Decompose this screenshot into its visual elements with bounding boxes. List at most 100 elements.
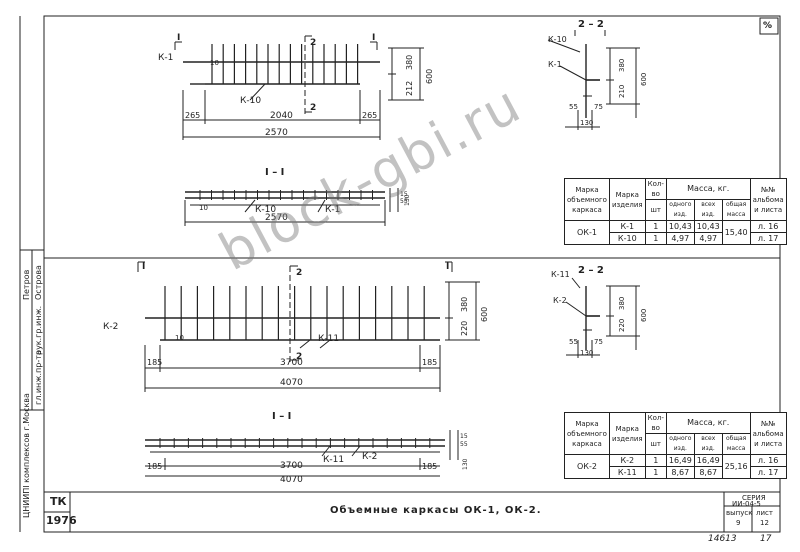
top-s2-380: 380 (618, 58, 626, 72)
stamp-name-2: Острова (34, 265, 43, 300)
top-section2-title: 2 – 2 (578, 19, 604, 30)
top-label-d10: 10 (210, 59, 219, 67)
series-value: ИИ-04-5 (732, 500, 761, 508)
corner-box (759, 17, 779, 35)
inventory-number: 14613 (708, 534, 737, 544)
bot-s1-right: 185 (422, 462, 438, 471)
issue-value: 9 (736, 519, 741, 527)
t2-r2-sheet: л. 17 (749, 466, 787, 479)
hdr2-mark-frame: Марка объемного каркаса (564, 412, 610, 455)
hdr-mark-item: Марка изделия (608, 178, 646, 221)
bot-s1-left: 185 (147, 462, 163, 471)
bot-dim-right: 185 (422, 358, 438, 367)
hdr2-mark-item: Марка изделия (608, 412, 646, 455)
top-dim-right: 265 (362, 111, 378, 120)
t2-r1-all: 16,49 (693, 454, 723, 467)
t1-r1-sheet: л. 16 (749, 220, 787, 233)
top-s1-d55: 55 (400, 198, 408, 205)
top-section1-title: I – I (265, 167, 285, 178)
t1-r2-sheet: л. 17 (749, 232, 787, 245)
bot-s2-600: 600 (640, 308, 648, 322)
top-dim-380: 380 (405, 54, 414, 70)
t1-r1-item: К-1 (608, 220, 646, 233)
bot-dim-220: 220 (460, 320, 469, 336)
hdr-total: общая масса (721, 199, 751, 221)
hdr2-album: №№ альбома и листа (749, 412, 787, 455)
t2-r1-one: 16,49 (665, 454, 695, 467)
bot-s2-380: 380 (618, 296, 626, 310)
hdr2-all: всех изд. (693, 433, 723, 455)
bot-dim-mid: 3700 (280, 358, 303, 368)
top-s2-600: 600 (640, 72, 648, 86)
issue-label: выпуск (726, 509, 753, 517)
top-s2-130: 130 (580, 119, 594, 127)
hdr2-total: общая масса (721, 433, 751, 455)
top-s1-d15: 15 (400, 191, 408, 198)
bot-s1-k2: К-2 (362, 452, 378, 462)
bot-s1-k11: К-11 (323, 455, 345, 465)
t2-r2-qty: 1 (644, 466, 667, 479)
hdr-qty-unit: шт (644, 199, 667, 221)
bot-sec2-mark-low: 2 (296, 352, 303, 362)
top-s2-55: 55 (569, 103, 578, 111)
bot-label-d10: 10 (175, 334, 184, 342)
stamp-name-1: Петров (22, 269, 31, 300)
mass-table-ok1: Марка объемного каркаса Марка изделия Ко… (564, 178, 787, 245)
top-s2-k10: К-10 (548, 35, 567, 44)
hdr-mark-frame: Марка объемного каркаса (564, 178, 610, 221)
t1-r1-all: 10,43 (693, 220, 723, 233)
sheet-value: 12 (760, 519, 769, 527)
table-row: К-11 1 8,67 8,67 л. 17 (565, 466, 787, 479)
top-s2-210: 210 (618, 84, 626, 98)
bot-s1-d130: 130 (462, 458, 469, 470)
hdr-one: одного изд. (665, 199, 695, 221)
bot-section1-title: I – I (272, 411, 292, 422)
t1-r2-qty: 1 (644, 232, 667, 245)
top-sec1-mark-left: I (177, 33, 181, 43)
bot-s1-d15: 15 (460, 433, 468, 440)
top-s2-75: 75 (594, 103, 603, 111)
top-dim-mid: 2040 (270, 111, 293, 121)
t1-r2-all: 4,97 (693, 232, 723, 245)
bot-dim-left: 185 (147, 358, 163, 367)
top-sec2-mark-low: 2 (310, 103, 317, 113)
bot-s2-k11: К-11 (551, 270, 570, 279)
t2-total: 25,16 (721, 454, 751, 479)
bot-s2-55: 55 (569, 338, 578, 346)
hdr-all: всех изд. (693, 199, 723, 221)
t1-r1-one: 10,43 (665, 220, 695, 233)
top-s1-total: 2570 (265, 213, 288, 223)
bot-sec1-mark-left: I (142, 262, 146, 272)
top-dim-left: 265 (185, 111, 201, 120)
bot-sec2-mark: 2 (296, 268, 303, 278)
t2-r2-item: К-11 (608, 466, 646, 479)
page-number: 17 (760, 534, 772, 544)
tk-label: ТК (50, 495, 67, 508)
t2-frame: ОК-2 (564, 454, 610, 479)
series-label: СЕРИЯ (742, 494, 766, 502)
t1-r1-qty: 1 (644, 220, 667, 233)
top-s1-d130: 130 (404, 194, 411, 206)
top-s1-d10: 10 (199, 204, 208, 212)
hdr2-qty: Кол-во (644, 412, 667, 434)
t2-r2-all: 8,67 (693, 466, 723, 479)
t1-frame: ОК-1 (564, 220, 610, 245)
table-row: ОК-1 К-1 1 10,43 10,43 15,40 л. 16 (564, 220, 787, 245)
bot-s1-mid: 3700 (280, 461, 303, 471)
t2-r1-item: К-2 (608, 454, 646, 467)
bot-s1-d55: 55 (460, 441, 468, 448)
t1-r2-one: 4,97 (665, 232, 695, 245)
bot-dim-600: 600 (480, 306, 489, 322)
bot-dim-380: 380 (460, 296, 469, 312)
corner-mark: % (763, 21, 773, 31)
top-label-k10: К-10 (240, 96, 262, 106)
hdr2-one: одного изд. (665, 433, 695, 455)
sheet-title: Объемные каркасы ОК-1, ОК-2. (330, 505, 542, 516)
stamp-org: ЦНИИПІ комплексов г.Москва (22, 393, 31, 518)
mass-table-ok2: Марка объемного каркаса Марка изделия Ко… (564, 412, 787, 479)
top-s1-k10: К-10 (255, 205, 277, 215)
top-sec2-mark: 2 (310, 38, 317, 48)
stamp-row-2: рук.гр.инж. (34, 305, 43, 355)
